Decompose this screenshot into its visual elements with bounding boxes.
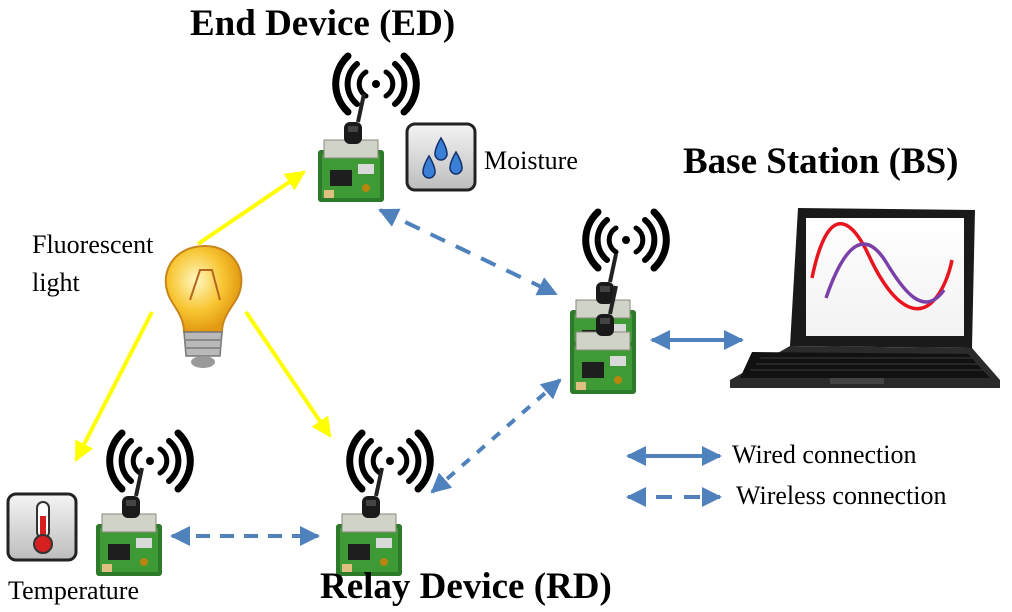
temperature-radio-icon — [110, 433, 191, 489]
base-station-node — [568, 212, 667, 396]
fluorescent-label-line1: Fluorescent — [32, 230, 154, 259]
end-device-node — [316, 56, 417, 204]
base-station-title: Base Station (BS) — [683, 141, 959, 182]
relay-device-title: Relay Device (RD) — [320, 566, 612, 607]
end-device-title: End Device (ED) — [190, 3, 456, 44]
light-arrow-to-rd — [244, 310, 332, 438]
legend-wired-label: Wired connection — [732, 440, 917, 469]
temperature-node — [94, 433, 191, 578]
light-arrow-to-temp — [74, 311, 154, 462]
relay-device-board-icon — [334, 466, 404, 578]
wireless-link-rd-bs — [430, 378, 562, 494]
end-device-radio-icon — [336, 56, 417, 112]
temperature-label: Temperature — [8, 576, 139, 605]
legend-wireless-label: Wireless connection — [736, 481, 947, 510]
relay-device-node — [334, 433, 431, 578]
light-bulb-icon — [164, 244, 243, 368]
moisture-icon — [405, 122, 477, 192]
laptop-icon — [730, 208, 1000, 388]
moisture-label: Moisture — [484, 146, 578, 175]
base-station-radio-icon — [586, 212, 667, 268]
relay-device-radio-icon — [350, 433, 431, 489]
fluorescent-label-line2: light — [32, 268, 80, 297]
wireless-link-ed-bs — [378, 208, 558, 296]
temperature-board-icon — [94, 466, 164, 578]
light-arrows — [74, 170, 332, 462]
thermometer-icon — [6, 492, 78, 562]
light-arrow-to-ed — [196, 170, 306, 246]
